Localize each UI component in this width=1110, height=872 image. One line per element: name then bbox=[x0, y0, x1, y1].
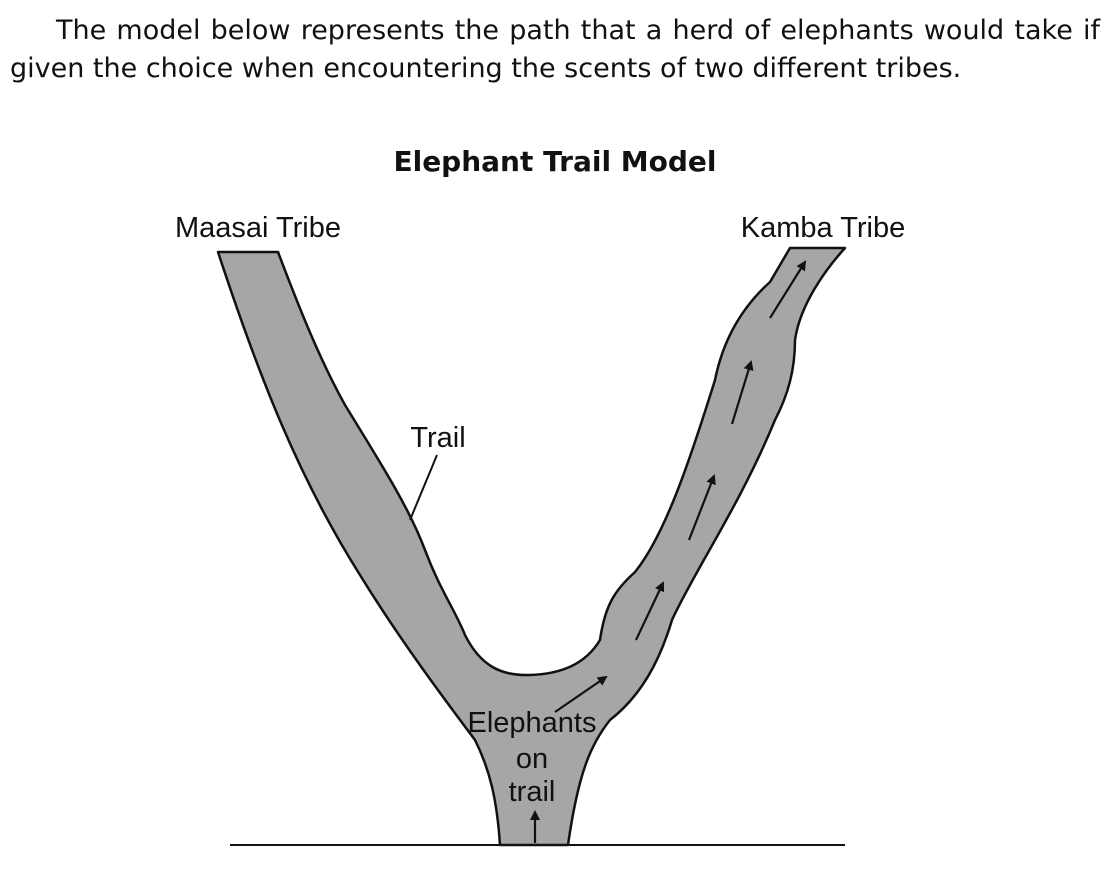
path-arrow-3 bbox=[730, 360, 754, 425]
intro-paragraph: The model below represents the path that… bbox=[10, 15, 1100, 84]
trail-label: Trail bbox=[410, 422, 465, 454]
path-arrow-1 bbox=[635, 581, 665, 641]
elephants-label-line3: trail bbox=[509, 776, 556, 808]
elephants-label-line1: Elephants bbox=[468, 707, 597, 739]
path-arrow-4 bbox=[769, 260, 807, 319]
trail-shape bbox=[216, 246, 847, 847]
elephants-arrow bbox=[554, 675, 608, 713]
path-arrow-2 bbox=[687, 474, 716, 541]
kamba-tribe-label: Kamba Tribe bbox=[741, 212, 905, 244]
diagram-title: Elephant Trail Model bbox=[393, 145, 717, 178]
elephants-label-line2: on bbox=[516, 743, 548, 775]
maasai-tribe-label: Maasai Tribe bbox=[175, 212, 341, 244]
trail-leader-line bbox=[409, 454, 438, 521]
